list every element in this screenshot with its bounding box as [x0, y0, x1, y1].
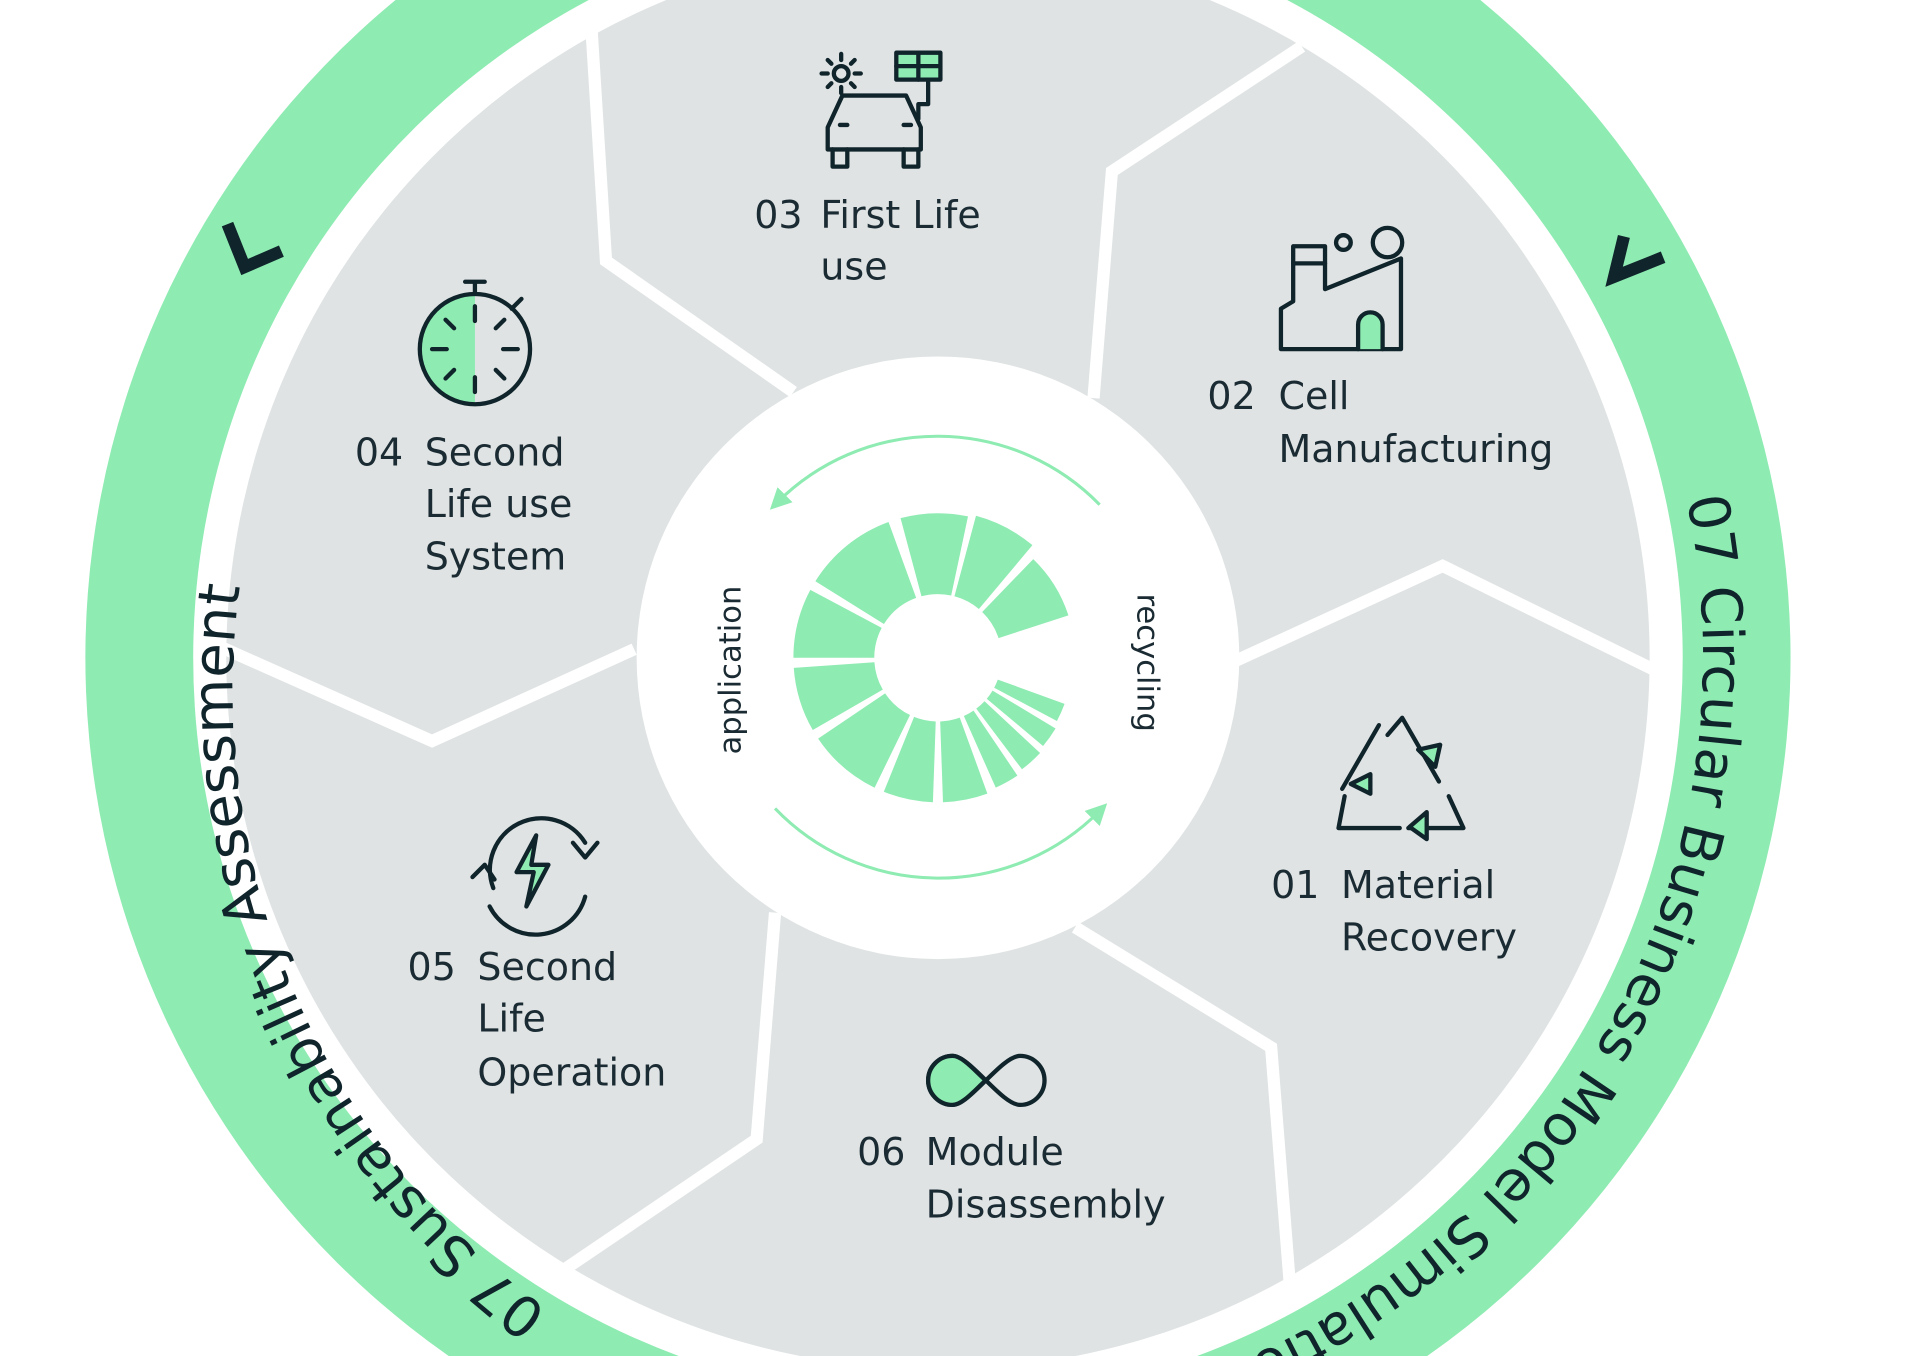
charge-cycle-icon [470, 816, 600, 937]
segment-line: Second [425, 430, 565, 474]
segment-02-label: 02 Cell Manufacturing [1207, 374, 1553, 471]
factory-icon [1278, 225, 1405, 352]
divider-01-06 [1071, 922, 1296, 1281]
wheel-segment [963, 710, 1018, 788]
segment-number: 01 [1271, 863, 1319, 907]
divider-04-05 [217, 641, 637, 748]
chevron-left-icon [221, 221, 284, 276]
segment-line: Second [477, 945, 617, 989]
divider-02-03 [1087, 41, 1306, 399]
segment-line: use [820, 244, 887, 288]
wheel-segment [986, 690, 1056, 746]
segment-04-label: 04 Second Life use System [355, 430, 573, 578]
segment-03-label: 03 First Life use [754, 193, 981, 288]
segment-05-label: 05 Second Life Operation [408, 945, 667, 1094]
segment-line: First Life [820, 193, 980, 237]
segment-01-label: 01 Material Recovery [1271, 863, 1517, 960]
infinity-icon [926, 1053, 1047, 1108]
wheel-segment [994, 679, 1065, 722]
wheel-segment [793, 589, 882, 658]
segment-number: 05 [408, 945, 456, 989]
arrow-application-icon [769, 434, 1101, 510]
segment-line: Life use [425, 482, 573, 526]
segment-number: 02 [1207, 374, 1255, 418]
stopwatch-icon [417, 279, 533, 407]
wheel-segment [940, 717, 988, 803]
wheel-segment [793, 662, 883, 731]
segment-line: Operation [477, 1050, 666, 1094]
solar-car-icon [819, 50, 943, 169]
segment-06-label: 06 Module Disassembly [857, 1130, 1165, 1227]
wheel-segment [900, 513, 969, 597]
recycling-label: recycling [1130, 594, 1165, 732]
divider-03-04 [583, 5, 797, 397]
segment-dividers [217, 5, 1660, 1281]
battery-wheel-icon [793, 513, 1069, 803]
wheel-segment [954, 515, 1033, 609]
segment-line: Cell [1278, 374, 1349, 418]
wheel-segment [976, 701, 1041, 770]
segment-number: 06 [857, 1130, 905, 1174]
arrow-recycling-icon [773, 803, 1108, 880]
wheel-segment [982, 559, 1069, 639]
segment-line: System [425, 535, 567, 579]
segment-number: 03 [754, 193, 802, 237]
wheel-segment [815, 521, 917, 625]
segment-line: Module [926, 1130, 1064, 1174]
segment-number: 04 [355, 430, 403, 474]
segment-line: Manufacturing [1278, 427, 1553, 471]
application-label: application [714, 586, 749, 755]
segment-line: Material [1341, 863, 1495, 907]
wheel-segment [818, 693, 911, 788]
segment-line: Recovery [1341, 916, 1517, 960]
divider-05-06 [563, 912, 782, 1273]
chevron-right-icon [1605, 234, 1666, 287]
divider-01-02 [1231, 559, 1660, 677]
segment-line: Disassembly [926, 1183, 1166, 1227]
segment-line: Life [477, 996, 545, 1040]
wheel-segment [883, 716, 936, 803]
recycle-icon [1336, 715, 1466, 842]
